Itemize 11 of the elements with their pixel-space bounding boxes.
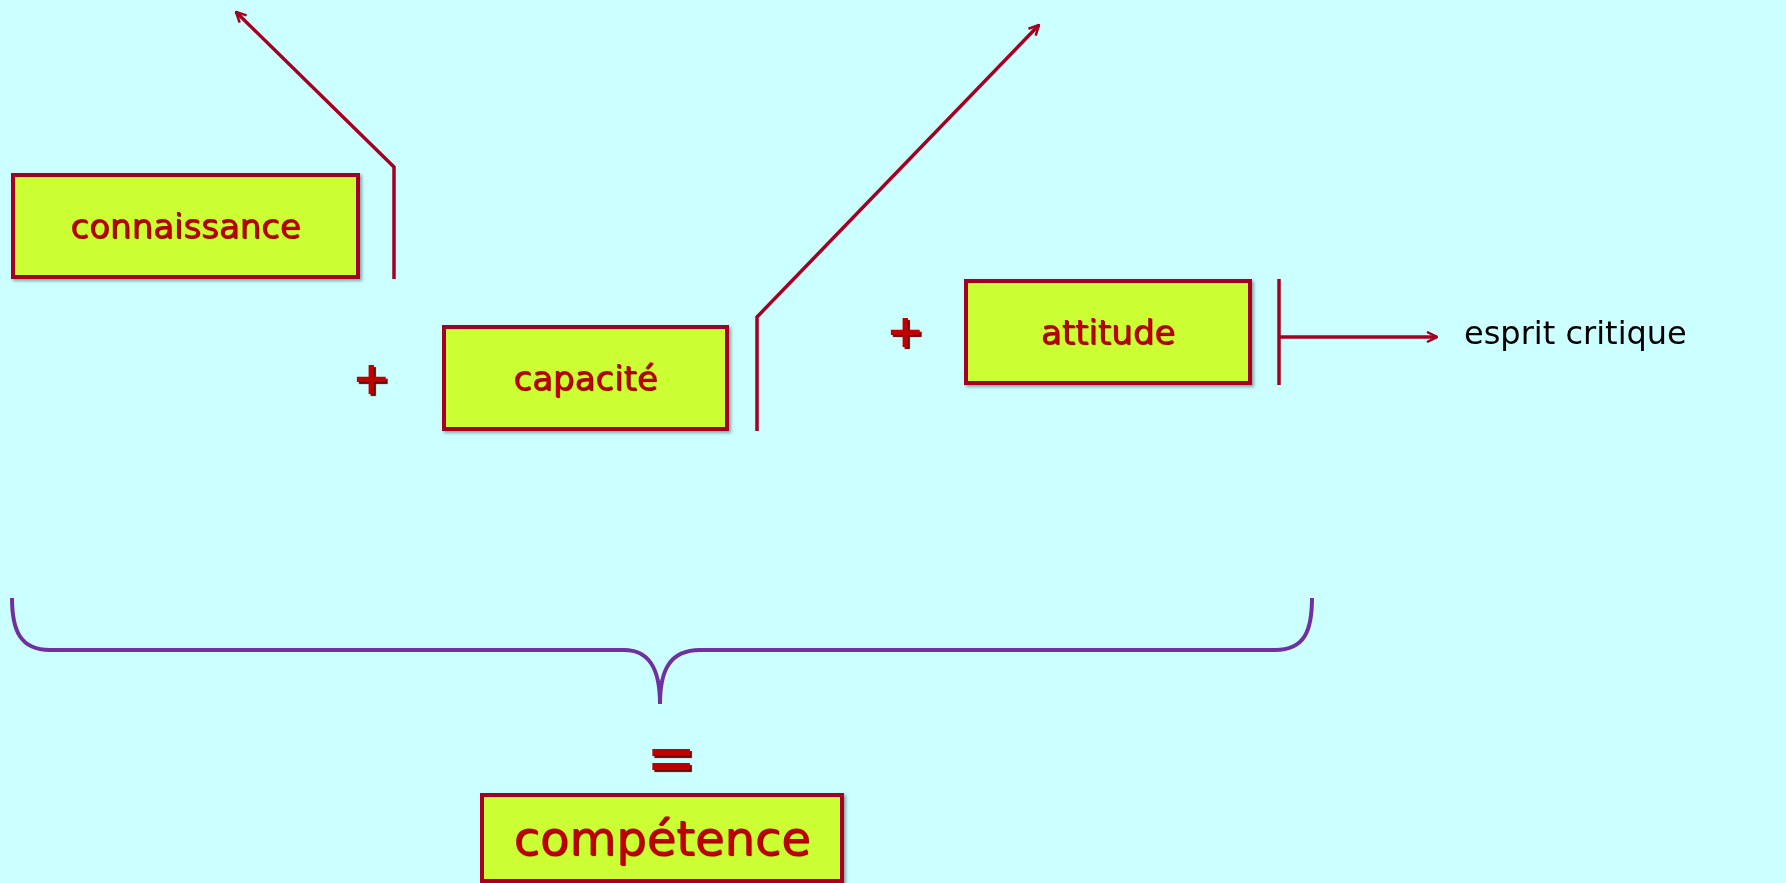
operator-sign: + [352,355,391,401]
operator-sign: = [646,728,697,788]
term-box: compétence [480,793,844,883]
term-box: attitude [964,279,1252,385]
arrow [755,23,1041,431]
term-box: connaissance [11,173,360,279]
operator-sign: + [886,308,925,354]
arrow [1279,330,1439,344]
result-text: esprit critique [1464,314,1687,352]
arrow [234,10,396,279]
term-box: capacité [442,325,729,431]
